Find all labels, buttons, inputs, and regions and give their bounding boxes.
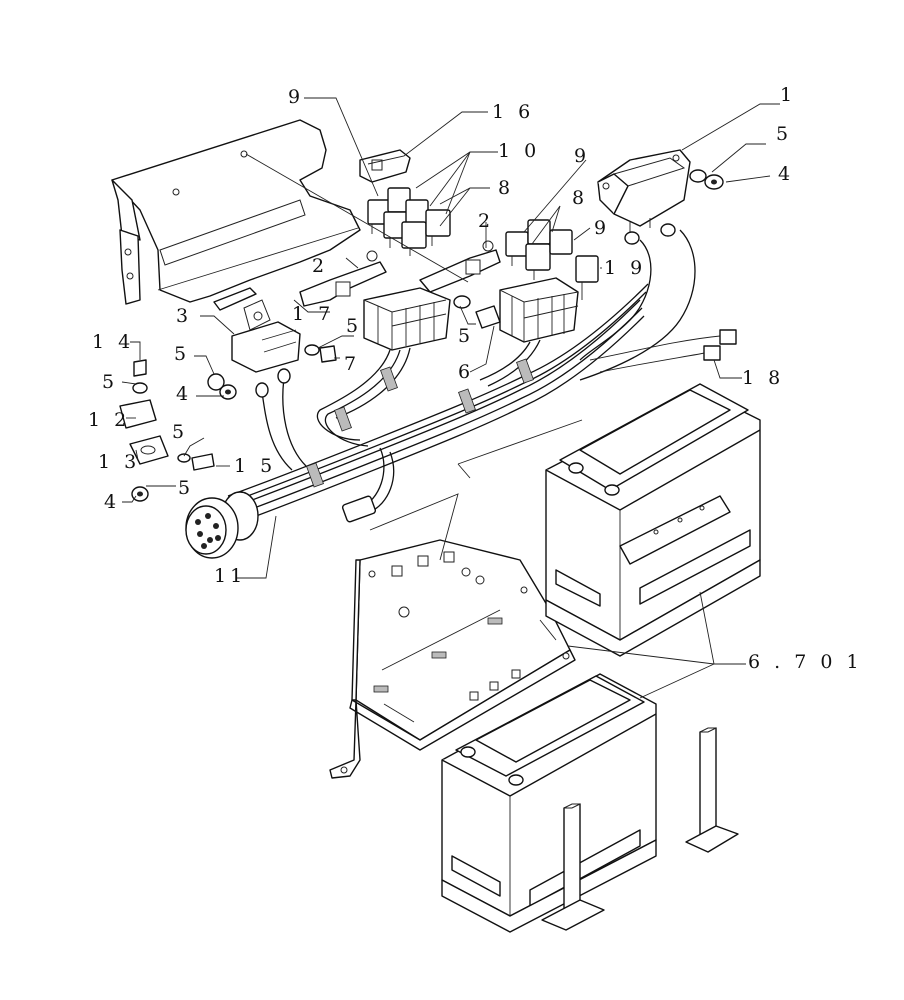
tie-wrap (458, 388, 476, 414)
callout-labels: 1 2 2 3 4 4 4 5 5 5 5 5 5 5 6 7 8 8 9 9 … (88, 84, 863, 673)
support-post-center (541, 803, 605, 931)
relay (405, 199, 429, 225)
connector-18a (719, 329, 737, 345)
label-8: 8 (498, 177, 514, 199)
relay (401, 221, 427, 249)
relay-cluster-right (505, 219, 599, 300)
wire-harness (219, 229, 721, 529)
ring-terminal (277, 368, 291, 384)
washer-5d (207, 373, 225, 391)
washer-5b (304, 344, 320, 356)
ring-terminal (255, 382, 269, 398)
bracket-2-right (419, 249, 501, 293)
harness-plug (341, 495, 377, 523)
clamp-12 (119, 399, 157, 429)
bracket-slot (335, 281, 351, 297)
connector-18b (703, 345, 721, 361)
label-2: 2 (478, 210, 494, 232)
label-2: 2 (312, 255, 328, 277)
label-5: 5 (346, 315, 362, 337)
bracket-slot (465, 259, 481, 275)
flasher-unit (597, 149, 691, 232)
relay (505, 231, 529, 257)
label-4: 4 (778, 163, 794, 185)
label-4: 4 (176, 383, 192, 405)
ring-terminal (624, 231, 640, 245)
label-17: 1 7 (292, 303, 334, 325)
clamp-hole (140, 445, 156, 455)
nut-hole (711, 179, 717, 185)
label-5: 5 (178, 477, 194, 499)
ring-terminal (660, 223, 676, 237)
label-1: 1 (780, 84, 796, 106)
tie-wrap (516, 358, 534, 384)
label-16: 1 6 (492, 101, 534, 123)
screw-15 (191, 453, 215, 471)
fuse-block-right (499, 277, 579, 343)
relay (549, 229, 573, 255)
washer-5 (689, 169, 707, 183)
relay (525, 243, 551, 271)
relay-19 (575, 255, 599, 283)
washer-5e (132, 382, 148, 394)
tie-wrap (380, 366, 398, 392)
battery-tray (329, 539, 576, 779)
support-post-right (685, 727, 739, 853)
round-connector-11 (185, 491, 259, 559)
label-5: 5 (458, 325, 474, 347)
label-6: 6 (458, 361, 474, 383)
battery-upper (545, 383, 761, 657)
washer-5c (453, 295, 471, 309)
relay-cluster-left (367, 187, 451, 256)
bracket-hole (482, 240, 494, 252)
relay (425, 209, 451, 237)
mounting-bracket (111, 119, 411, 305)
label-12: 1 2 (88, 409, 130, 431)
label-10: 1 0 (498, 140, 540, 162)
label-14: 1 4 (92, 331, 134, 353)
label-5: 5 (776, 123, 792, 145)
washer-5f (177, 453, 191, 463)
label-11: 11 (214, 565, 246, 587)
nut-hole (137, 491, 143, 497)
label-3: 3 (176, 305, 192, 327)
label-6701: 6 . 7 0 1 (748, 651, 863, 673)
label-9: 9 (574, 145, 590, 167)
label-5: 5 (102, 371, 118, 393)
leader-lines (121, 97, 780, 699)
tie-wrap (306, 462, 324, 488)
nut-hole (225, 389, 231, 395)
label-8: 8 (572, 187, 588, 209)
tie-wrap (334, 406, 352, 432)
label-4: 4 (104, 491, 120, 513)
label-13: 1 3 (98, 451, 140, 473)
label-5: 5 (172, 421, 188, 443)
label-9: 9 (594, 217, 610, 239)
fuse-block-left (363, 287, 451, 351)
label-18: 1 8 (742, 367, 784, 389)
screw-7 (319, 345, 337, 363)
connector-3 (231, 299, 301, 373)
bracket-hole (366, 250, 378, 262)
screw-14 (133, 359, 147, 377)
label-5: 5 (174, 343, 190, 365)
screw-6 (475, 305, 501, 329)
label-9: 9 (288, 86, 304, 108)
label-7: 7 (344, 353, 360, 375)
label-19: 1 9 (604, 257, 646, 279)
clip-17 (213, 287, 257, 311)
label-15: 1 5 (234, 455, 276, 477)
battery-lower (441, 673, 657, 933)
